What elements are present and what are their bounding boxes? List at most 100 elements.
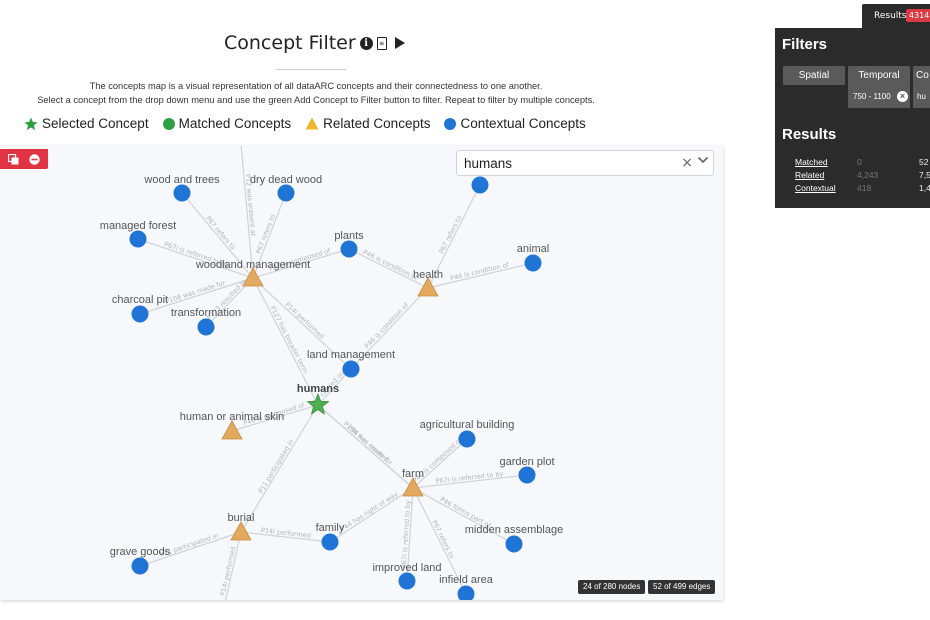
related-node[interactable] xyxy=(242,267,264,287)
concept-filter-box: hu xyxy=(913,85,930,108)
filter-tab-concept[interactable]: Co xyxy=(913,66,930,85)
graph-edge xyxy=(240,404,319,533)
triangle-icon xyxy=(305,117,319,130)
node-label: improved land xyxy=(372,562,441,574)
node-label: animal xyxy=(517,243,549,255)
node-label: plants xyxy=(334,230,364,242)
graph-edge xyxy=(181,192,254,279)
document-icon[interactable]: ≡ xyxy=(376,36,387,50)
filter-tab-spatial[interactable]: Spatial xyxy=(783,66,845,85)
node-label: land management xyxy=(307,349,395,361)
graph-edge xyxy=(406,487,414,582)
graph-edge xyxy=(252,248,350,279)
contextual-node[interactable] xyxy=(518,466,536,484)
contextual-node[interactable] xyxy=(471,176,489,194)
contextual-node[interactable] xyxy=(340,240,358,258)
filters-heading: Filters xyxy=(782,36,828,53)
expand-icon[interactable] xyxy=(8,153,19,165)
edge-label: P108 was made for xyxy=(164,279,226,306)
node-label: human or animal skin xyxy=(180,411,285,423)
edge-label: P67 refers to xyxy=(204,214,237,251)
result-row-related: Related 4,243 7,5 xyxy=(795,170,930,180)
edge-count-badge: 52 of 499 edges xyxy=(648,580,716,594)
edge-label: P14i performed xyxy=(261,526,312,540)
node-label: infield area xyxy=(439,574,494,586)
related-node[interactable] xyxy=(402,477,424,497)
concept-search-select[interactable]: humans × xyxy=(456,150,714,176)
contextual-node[interactable] xyxy=(277,184,295,202)
contextual-node[interactable] xyxy=(458,430,476,448)
node-label: midden assemblage xyxy=(465,524,563,536)
title-divider xyxy=(276,69,346,70)
node-label: health xyxy=(413,269,443,281)
contextual-node[interactable] xyxy=(173,184,191,202)
result-link-related[interactable]: Related xyxy=(795,170,825,180)
result-link-contextual[interactable]: Contextual xyxy=(795,183,836,193)
result-row-matched: Matched 0 52 xyxy=(795,157,928,167)
temporal-filter-box: 750 - 1100 × xyxy=(848,85,910,108)
remove-filter-icon[interactable]: × xyxy=(897,91,908,102)
chevron-down-icon[interactable] xyxy=(697,154,709,169)
filter-tab-temporal[interactable]: Temporal xyxy=(848,66,910,85)
result-link-matched[interactable]: Matched xyxy=(795,157,828,167)
result-value: 4,243 xyxy=(857,170,879,180)
graph-edge xyxy=(252,192,287,279)
graph-edge xyxy=(350,287,429,370)
node-label: charcoal pit xyxy=(112,294,168,306)
node-label: family xyxy=(316,522,345,534)
concept-chip-label: hu xyxy=(917,92,926,101)
legend-selected: Selected Concept xyxy=(24,116,149,131)
result-value-secondary: 7,5 xyxy=(919,170,930,180)
search-value: humans xyxy=(464,156,513,171)
contextual-node[interactable] xyxy=(131,305,149,323)
related-node[interactable] xyxy=(221,420,243,440)
contextual-node[interactable] xyxy=(321,533,339,551)
node-label: agricultural building xyxy=(420,419,515,431)
graph-edge xyxy=(137,238,254,279)
graph-edge xyxy=(412,487,515,545)
contextual-node[interactable] xyxy=(505,535,523,553)
node-label: garden plot xyxy=(499,456,554,468)
contextual-node[interactable] xyxy=(342,360,360,378)
circle-icon xyxy=(444,117,457,130)
legend-contextual: Contextual Concepts xyxy=(444,116,586,131)
info-icon[interactable]: i xyxy=(359,36,373,50)
graph-edge xyxy=(427,184,481,289)
selected-node[interactable] xyxy=(306,392,330,415)
contextual-node[interactable] xyxy=(131,557,149,575)
clear-icon[interactable]: × xyxy=(681,155,693,171)
related-node[interactable] xyxy=(230,521,252,541)
graph-edge xyxy=(329,487,414,543)
page-title: Concept Filter xyxy=(224,32,356,54)
edge-label: P67 refers to xyxy=(430,519,456,560)
circle-icon xyxy=(162,117,175,130)
contextual-node[interactable] xyxy=(457,585,475,601)
results-tab[interactable]: Results 4314 xyxy=(862,4,930,28)
legend: Selected Concept Matched Concepts Relate… xyxy=(24,116,586,131)
star-icon xyxy=(24,117,38,130)
contextual-node[interactable] xyxy=(524,254,542,272)
remove-icon[interactable] xyxy=(29,153,40,165)
edge-label: P46 is condition of xyxy=(450,261,511,283)
legend-label: Matched Concepts xyxy=(178,116,292,131)
graph-edge xyxy=(412,487,467,595)
play-icon[interactable] xyxy=(394,37,405,49)
result-value-secondary: 1,4 xyxy=(919,183,930,193)
contextual-node[interactable] xyxy=(129,230,147,248)
related-node[interactable] xyxy=(417,277,439,297)
graph-edge xyxy=(139,531,242,567)
graph-edge xyxy=(252,277,352,370)
temporal-chip-label: 750 - 1100 xyxy=(853,92,891,101)
graph-edge xyxy=(348,248,429,289)
contextual-node[interactable] xyxy=(398,572,416,590)
edge-label: P67 refers to xyxy=(437,214,463,255)
graph-edge xyxy=(317,404,414,489)
contextual-node[interactable] xyxy=(197,318,215,336)
description-line: The concepts map is a visual representat… xyxy=(89,81,543,91)
edge-label: P11 participated in xyxy=(257,438,296,495)
result-row-contextual: Contextual 418 1,4 xyxy=(795,183,930,193)
graph-edge xyxy=(412,438,468,489)
node-label: dry dead wood xyxy=(250,174,322,186)
